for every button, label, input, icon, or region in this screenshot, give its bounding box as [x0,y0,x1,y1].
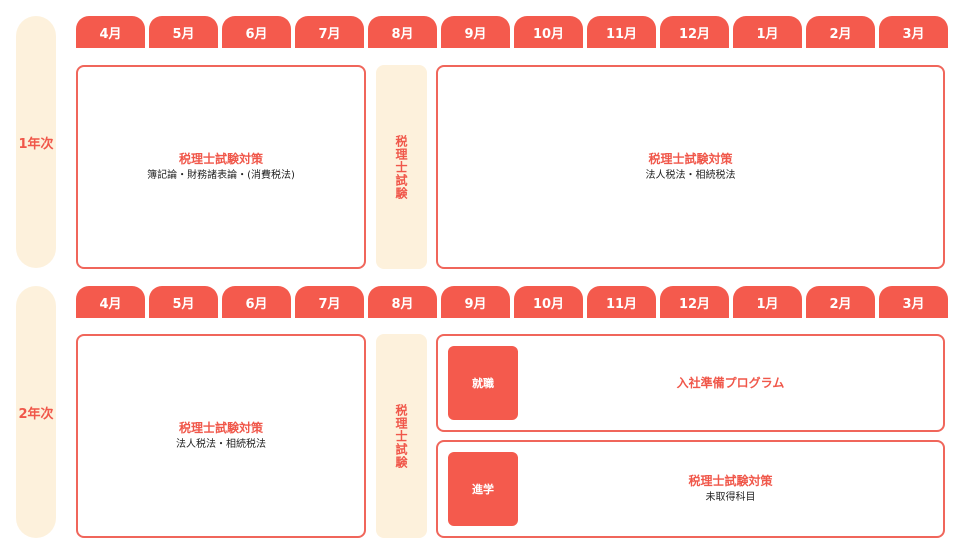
year1-month-header: 4月 5月 6月 7月 8月 9月 10月 11月 12月 1月 2月 3月 [76,16,948,48]
year1-label: 1年次 [18,136,54,152]
employment-title: 入社準備プログラム [676,375,785,390]
month-header-cell: 1月 [733,16,802,48]
month-header-cell: 8月 [368,286,437,318]
year1-right-subtitle: 法人税法・相続税法 [645,170,736,181]
year1-left-subtitle: 簿記論・財務諸表論・(消費税法) [147,170,295,181]
study-subtitle: 未取得科目 [705,492,756,503]
year2-pill: 2年次 [16,286,56,538]
month-header-cell: 12月 [660,286,729,318]
month-header-cell: 2月 [806,286,875,318]
year2-month-header: 4月 5月 6月 7月 8月 9月 10月 11月 12月 1月 2月 3月 [76,286,948,318]
month-header-cell: 11月 [587,16,656,48]
year2-label: 2年次 [18,406,54,422]
month-header-cell: 6月 [222,286,291,318]
year1-right-title: 税理士試験対策 [648,152,733,166]
year2-left-box: 税理士試験対策 法人税法・相続税法 [76,334,366,538]
year2-left-subtitle: 法人税法・相続税法 [176,439,266,450]
year1-pill: 1年次 [16,16,56,268]
month-header-cell: 1月 [733,286,802,318]
month-header-cell: 10月 [514,286,583,318]
month-header-cell: 9月 [441,286,510,318]
study-tag: 進学 [448,452,518,526]
employment-tag: 就職 [448,346,518,420]
month-header-cell: 4月 [76,286,145,318]
month-header-cell: 6月 [222,16,291,48]
month-header-cell: 10月 [514,16,583,48]
year1-exam-label: 税理士試験 [394,134,408,200]
month-header-cell: 11月 [587,286,656,318]
employment-text: 入社準備プログラム [518,336,943,430]
month-header-cell: 3月 [879,16,948,48]
month-header-cell: 12月 [660,16,729,48]
month-header-cell: 2月 [806,16,875,48]
year1-right-box: 税理士試験対策 法人税法・相続税法 [436,65,945,269]
year1-exam-column: 税理士試験 [376,65,427,269]
month-header-cell: 4月 [76,16,145,48]
study-text: 税理士試験対策 未取得科目 [518,442,943,536]
month-header-cell: 7月 [295,16,364,48]
month-header-cell: 7月 [295,286,364,318]
month-header-cell: 8月 [368,16,437,48]
year2-study-box [436,440,945,538]
year2-exam-column: 税理士試験 [376,334,427,538]
year1-left-box: 税理士試験対策 簿記論・財務諸表論・(消費税法) [76,65,366,269]
month-header-cell: 5月 [149,286,218,318]
month-header-cell: 3月 [879,286,948,318]
month-header-cell: 5月 [149,16,218,48]
month-header-cell: 9月 [441,16,510,48]
year2-left-title: 税理士試験対策 [178,421,263,435]
year2-employment-box [436,334,945,432]
year2-exam-label: 税理士試験 [394,403,408,469]
year1-left-title: 税理士試験対策 [178,152,263,166]
study-title: 税理士試験対策 [688,474,773,488]
